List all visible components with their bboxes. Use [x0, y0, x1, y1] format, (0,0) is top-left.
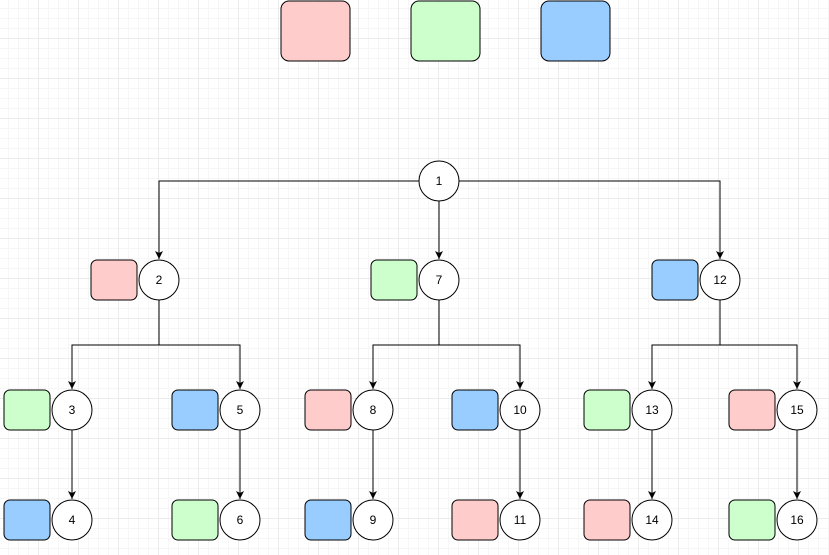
- node-circle: [631, 389, 673, 431]
- tree-node-4: 4: [51, 499, 93, 541]
- swatch-n12-blue: [651, 259, 699, 301]
- swatch-n2-red: [90, 259, 138, 301]
- node-label: 4: [69, 513, 76, 527]
- tree-node-7: 7: [418, 259, 460, 301]
- legend-swatch-green: [410, 0, 481, 62]
- swatch-n13-green: [583, 389, 631, 431]
- node-label: 16: [790, 513, 804, 527]
- tree-node-1: 1: [418, 160, 460, 202]
- node-label: 12: [713, 273, 727, 287]
- tree-node-6: 6: [219, 499, 261, 541]
- swatch-n5-blue: [171, 389, 219, 431]
- node-circle: [51, 499, 93, 541]
- swatch-n14-red: [583, 499, 631, 541]
- edge-n1-n12: [459, 180, 724, 259]
- edges: [68, 180, 801, 499]
- node-circle: [776, 499, 818, 541]
- node-circle: [499, 389, 541, 431]
- color-legend: [280, 0, 611, 62]
- node-label: 7: [436, 273, 443, 287]
- edge-n1-n2: [155, 180, 419, 259]
- node-circle: [631, 499, 673, 541]
- tree-node-13: 13: [631, 389, 673, 431]
- swatch-n4-blue: [3, 499, 51, 541]
- tree-node-11: 11: [499, 499, 541, 541]
- node-label: 9: [370, 513, 377, 527]
- swatch-n7-green: [370, 259, 418, 301]
- node-circle: [418, 259, 460, 301]
- node-label: 1: [436, 174, 443, 188]
- edge-n2-n5: [158, 300, 244, 389]
- swatch-n11-red: [451, 499, 499, 541]
- legend-swatch-red: [280, 0, 351, 62]
- node-circle: [219, 499, 261, 541]
- tree-node-15: 15: [776, 389, 818, 431]
- node-circle: [219, 389, 261, 431]
- tree-node-16: 16: [776, 499, 818, 541]
- node-circle: [352, 499, 394, 541]
- node-label: 13: [645, 403, 659, 417]
- swatch-n9-blue: [304, 499, 352, 541]
- node-label: 6: [237, 513, 244, 527]
- node-circle: [352, 389, 394, 431]
- node-color-swatches: [3, 259, 776, 541]
- node-label: 14: [645, 513, 659, 527]
- edge-n12-n15: [719, 300, 801, 389]
- tree-node-5: 5: [219, 389, 261, 431]
- node-label: 10: [513, 403, 527, 417]
- node-label: 2: [156, 273, 163, 287]
- node-label: 5: [237, 403, 244, 417]
- tree-node-8: 8: [352, 389, 394, 431]
- edge-n7-n10: [438, 300, 524, 389]
- swatch-n10-blue: [451, 389, 499, 431]
- node-label: 11: [514, 513, 527, 527]
- tree-node-10: 10: [499, 389, 541, 431]
- node-circle: [776, 389, 818, 431]
- node-label: 8: [370, 403, 377, 417]
- node-circle: [138, 259, 180, 301]
- node-circle: [51, 389, 93, 431]
- node-circle: [699, 259, 741, 301]
- edge-n7-n8: [369, 300, 440, 389]
- edge-n2-n3: [68, 300, 160, 389]
- tree-node-9: 9: [352, 499, 394, 541]
- tree-node-3: 3: [51, 389, 93, 431]
- swatch-n3-green: [3, 389, 51, 431]
- edge-n12-n13: [648, 300, 721, 389]
- node-label: 15: [790, 403, 804, 417]
- node-circle: [499, 499, 541, 541]
- tree-node-2: 2: [138, 259, 180, 301]
- node-circle: [418, 160, 460, 202]
- swatch-n8-red: [304, 389, 352, 431]
- swatch-n6-green: [171, 499, 219, 541]
- tree-node-14: 14: [631, 499, 673, 541]
- swatch-n16-green: [728, 499, 776, 541]
- swatch-n15-red: [728, 389, 776, 431]
- legend-swatch-blue: [540, 0, 611, 62]
- tree-node-12: 12: [699, 259, 741, 301]
- node-label: 3: [69, 403, 76, 417]
